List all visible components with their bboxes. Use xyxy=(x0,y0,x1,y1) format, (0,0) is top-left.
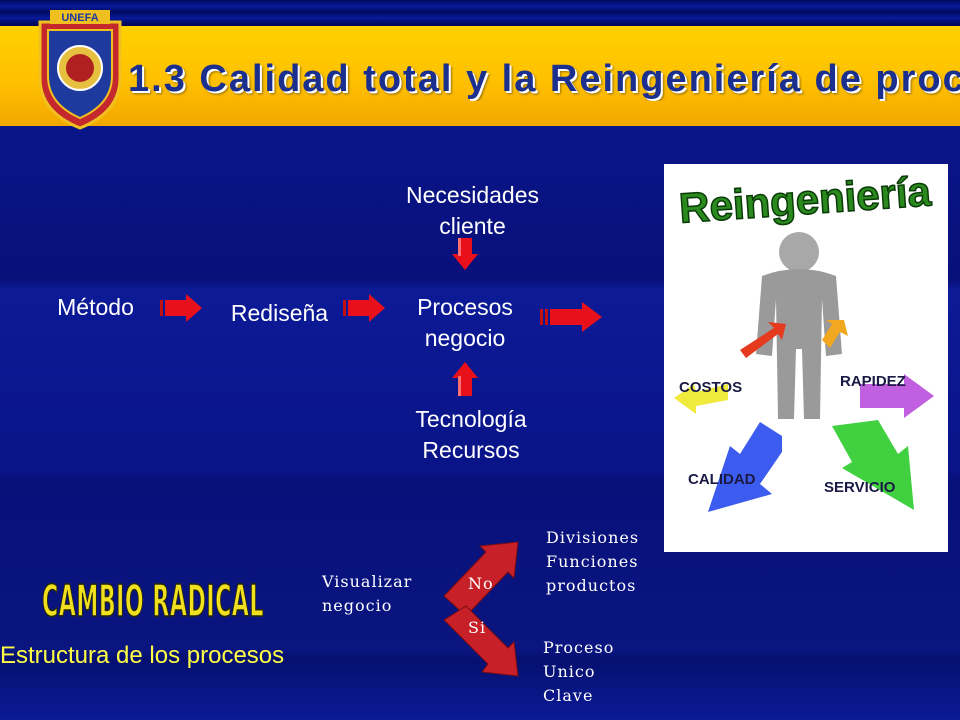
down-arrow-icon xyxy=(452,238,478,270)
orange-arrow-icon xyxy=(822,320,848,348)
procesos-line2: negocio xyxy=(424,325,506,351)
red-arrow-icon xyxy=(740,322,786,358)
title-banner xyxy=(0,26,960,126)
tecnologia-line1: Tecnología xyxy=(415,406,527,432)
proceso-label: Proceso Unico Clave xyxy=(543,636,614,708)
reingenieria-illustration: Reingeniería COSTOS RAPIDEZ CALIDAD SERV… xyxy=(664,164,948,552)
divisiones-label: Divisiones Funciones productos xyxy=(546,526,639,598)
servicio-label: SERVICIO xyxy=(824,479,896,496)
estructura-label: Estructura de los procesos xyxy=(0,642,285,669)
visualizar-label: Visualizar negocio xyxy=(322,570,412,618)
visualizar-line2: negocio xyxy=(322,596,393,615)
person-head-icon xyxy=(779,232,819,272)
slide-title: 1.3 Calidad total y la Reingeniería de p… xyxy=(128,58,960,100)
si-label: Si xyxy=(468,618,487,637)
divisiones-line3: productos xyxy=(546,576,637,595)
redisena-label: Rediseña xyxy=(230,300,329,326)
proceso-line2: Unico xyxy=(543,662,596,681)
person-body-icon xyxy=(756,269,842,419)
reingenieria-heading: Reingeniería xyxy=(678,167,933,232)
proceso-line1: Proceso xyxy=(543,638,615,657)
visualizar-line1: Visualizar xyxy=(322,572,413,591)
unefa-logo: UNEFA xyxy=(38,10,122,130)
no-label: No xyxy=(468,574,494,593)
tecnologia-label: Tecnología Recursos xyxy=(385,404,557,466)
down-branch-arrow xyxy=(443,605,519,677)
yellow-arrow-icon xyxy=(674,384,728,414)
rapidez-label: RAPIDEZ xyxy=(840,373,906,390)
logo-text: UNEFA xyxy=(61,12,98,24)
cambio-radical-text: CAMBIO RADICAL xyxy=(42,576,264,626)
decision-arrows-icon xyxy=(443,541,519,677)
calidad-label: CALIDAD xyxy=(688,471,756,488)
purple-arrow-icon xyxy=(860,374,934,418)
green-arrow-icon xyxy=(832,420,914,510)
divisiones-line2: Funciones xyxy=(546,552,639,571)
right-arrow-icon xyxy=(343,294,385,322)
procesos-line1: Procesos xyxy=(417,294,513,320)
illustration-svg: Reingeniería COSTOS RAPIDEZ CALIDAD SERV… xyxy=(674,167,934,512)
up-branch-arrow xyxy=(443,541,519,617)
procesos-label: Procesos negocio xyxy=(390,292,540,354)
necesidades-line1: Necesidades xyxy=(406,182,539,208)
right-arrow-icon xyxy=(160,294,202,322)
necesidades-line2: cliente xyxy=(439,213,506,239)
tecnologia-line2: Recursos xyxy=(422,437,520,463)
divisiones-line1: Divisiones xyxy=(546,528,640,547)
proceso-line3: Clave xyxy=(543,686,594,705)
necesidades-label: Necesidades cliente xyxy=(380,180,565,242)
cambio-radical-heading: CAMBIO RADICAL xyxy=(41,575,264,626)
costos-label: COSTOS xyxy=(679,379,742,396)
metodo-label: Método xyxy=(57,294,134,320)
right-arrow-icon xyxy=(540,302,602,332)
blue-arrow-icon xyxy=(708,422,782,512)
up-arrow-icon xyxy=(452,362,478,396)
